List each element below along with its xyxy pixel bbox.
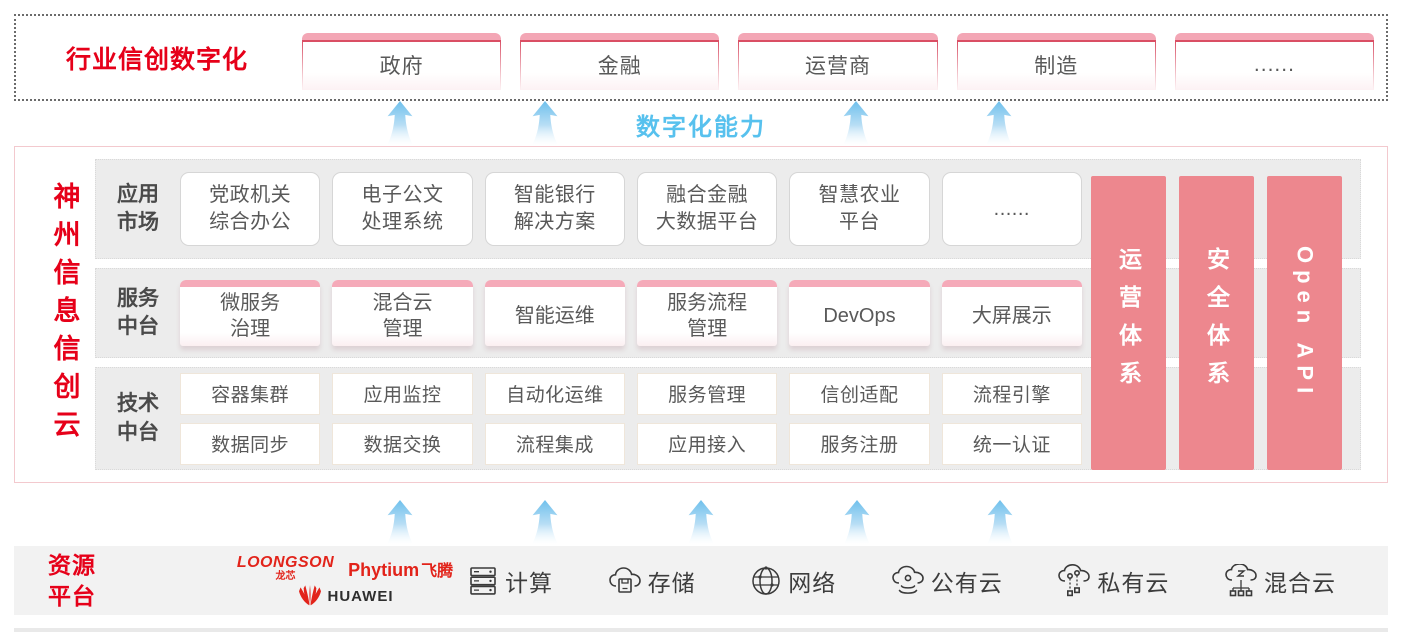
huawei-logo: HUAWEI [297,585,394,607]
up-arrow-icon [688,500,714,544]
phytium-logo: Phytium 飞腾 [348,557,453,581]
tech-card: 应用接入 [636,422,778,465]
pillars: 运营体系 安全体系 Open API [1091,176,1342,470]
sector-tab-government: 政府 [302,33,502,90]
up-arrow-icon [532,500,558,544]
storage-icon [608,566,641,593]
tech-card: 服务注册 [789,422,930,465]
app-market-items: 党政机关 综合办公 电子公文 处理系统 智能银行 解决方案 融合金融 大数据平台… [180,172,1082,246]
up-arrow-icon [387,500,413,544]
pillar-operations-system: 运营体系 [1091,176,1166,470]
tech-card: 信创适配 [789,372,930,415]
service-card: 服务流程 管理 [636,280,778,346]
resource-item-label: 混合云 [1263,569,1336,596]
loongson-logo: LOONGSON 龙芯 [237,555,334,582]
app-card: 融合金融 大数据平台 [636,172,778,246]
resource-item-public-cloud: 公有云 [890,564,1003,598]
resource-item-label: 计算 [505,569,553,596]
private-cloud-icon [1058,563,1091,596]
resource-item-label: 公有云 [930,569,1003,596]
service-middle-items: 微服务 治理 混合云 管理 智能运维 服务流程 管理 DevOps 大屏展示 [180,280,1083,346]
tech-card: 服务管理 [636,372,778,415]
industry-banner: 行业信创数字化 政府 金融 运营商 制造 ...... [14,14,1388,101]
app-card-more: ...... [941,172,1082,246]
server-icon [470,566,496,595]
tech-card: 自动化运维 [484,372,625,415]
app-card: 智能银行 解决方案 [484,172,625,246]
tech-card: 流程集成 [484,422,625,465]
capability-label: 数字化能力 [636,114,766,141]
row-label-service-middle: 服务 中台 [117,286,159,338]
service-card: 混合云 管理 [332,280,473,346]
service-card: 智能运维 [484,280,626,346]
row-label-app-market: 应用 市场 [117,182,159,234]
up-arrow-icon [387,101,413,145]
industry-banner-title: 行业信创数字化 [66,45,249,74]
resource-item-storage: 存储 [607,564,696,598]
up-arrow-icon [986,101,1012,145]
sector-tab-label: 金融 [597,54,642,78]
vendor-logos: LOONGSON 龙芯 Phytium 飞腾 [210,550,480,612]
phytium-cn-label: 飞腾 [421,562,454,580]
bottom-edge-divider [14,628,1388,632]
resource-item-hybrid-cloud: 混合云 [1223,563,1336,598]
sector-tab-label: 制造 [1034,54,1079,78]
capability-strip: 数字化能力 [0,99,1402,146]
resource-platform-panel: 资源 平台 LOONGSON 龙芯 Phytium 飞腾 [14,546,1388,615]
tech-card: 应用监控 [332,372,473,415]
public-cloud-icon [891,565,924,594]
resource-platform-title: 资源 平台 [48,551,96,609]
resource-items: 计算 存储 网络 [466,546,1336,615]
phytium-wordmark: Phytium [348,559,420,580]
sector-tab-operator: 运营商 [738,33,938,90]
sector-tab-manufacturing: 制造 [956,33,1157,90]
loongson-wordmark: LOONGSON [236,554,335,571]
up-arrow-icon [532,101,558,145]
sector-tab-label: 运营商 [805,54,871,78]
sector-tab-label: 政府 [379,54,424,78]
app-card: 党政机关 综合办公 [180,172,321,246]
resource-item-compute: 计算 [466,564,553,598]
up-arrow-icon [844,500,870,544]
platform-title: 神州信息信创云 [49,181,80,448]
sector-tab-finance: 金融 [520,33,720,90]
pillar-open-api: Open API [1267,176,1342,470]
tech-card: 统一认证 [941,422,1082,465]
network-icon [752,565,780,595]
hybrid-cloud-icon [1225,563,1257,596]
resource-arrows-strip [0,485,1402,545]
sector-tabs: 政府 金融 运营商 制造 ...... [302,33,1375,90]
resource-item-label: 私有云 [1097,569,1170,596]
tech-card: 容器集群 [180,372,321,415]
sector-tab-label: ...... [1253,52,1295,76]
cloud-platform-panel: 神州信息信创云 应用 市场 党政机关 综合办公 电子公文 处理系统 智能银行 解… [14,146,1388,483]
sector-tab-more: ...... [1174,33,1375,90]
resource-item-label: 网络 [788,569,837,596]
tech-middle-items: 容器集群 应用监控 自动化运维 服务管理 信创适配 流程引擎 数据同步 数据交换… [180,372,1082,465]
resource-item-private-cloud: 私有云 [1056,563,1170,598]
tech-card: 数据交换 [332,422,473,465]
service-card: DevOps [789,280,930,346]
huawei-wordmark: HUAWEI [327,587,394,605]
service-card: 大屏展示 [941,280,1083,346]
loongson-cn-label: 龙芯 [275,571,296,582]
service-card: 微服务 治理 [180,280,321,346]
app-card: 智慧农业 平台 [789,172,930,246]
row-label-tech-middle: 技术 中台 [117,392,159,444]
huawei-petal-icon [298,585,321,606]
app-card: 电子公文 处理系统 [332,172,473,246]
resource-item-network: 网络 [749,564,836,598]
up-arrow-icon [843,101,869,145]
tech-card: 流程引擎 [941,372,1082,415]
up-arrow-icon [987,500,1013,544]
pillar-security-system: 安全体系 [1179,176,1254,470]
tech-card: 数据同步 [180,422,321,465]
resource-item-label: 存储 [647,569,696,596]
